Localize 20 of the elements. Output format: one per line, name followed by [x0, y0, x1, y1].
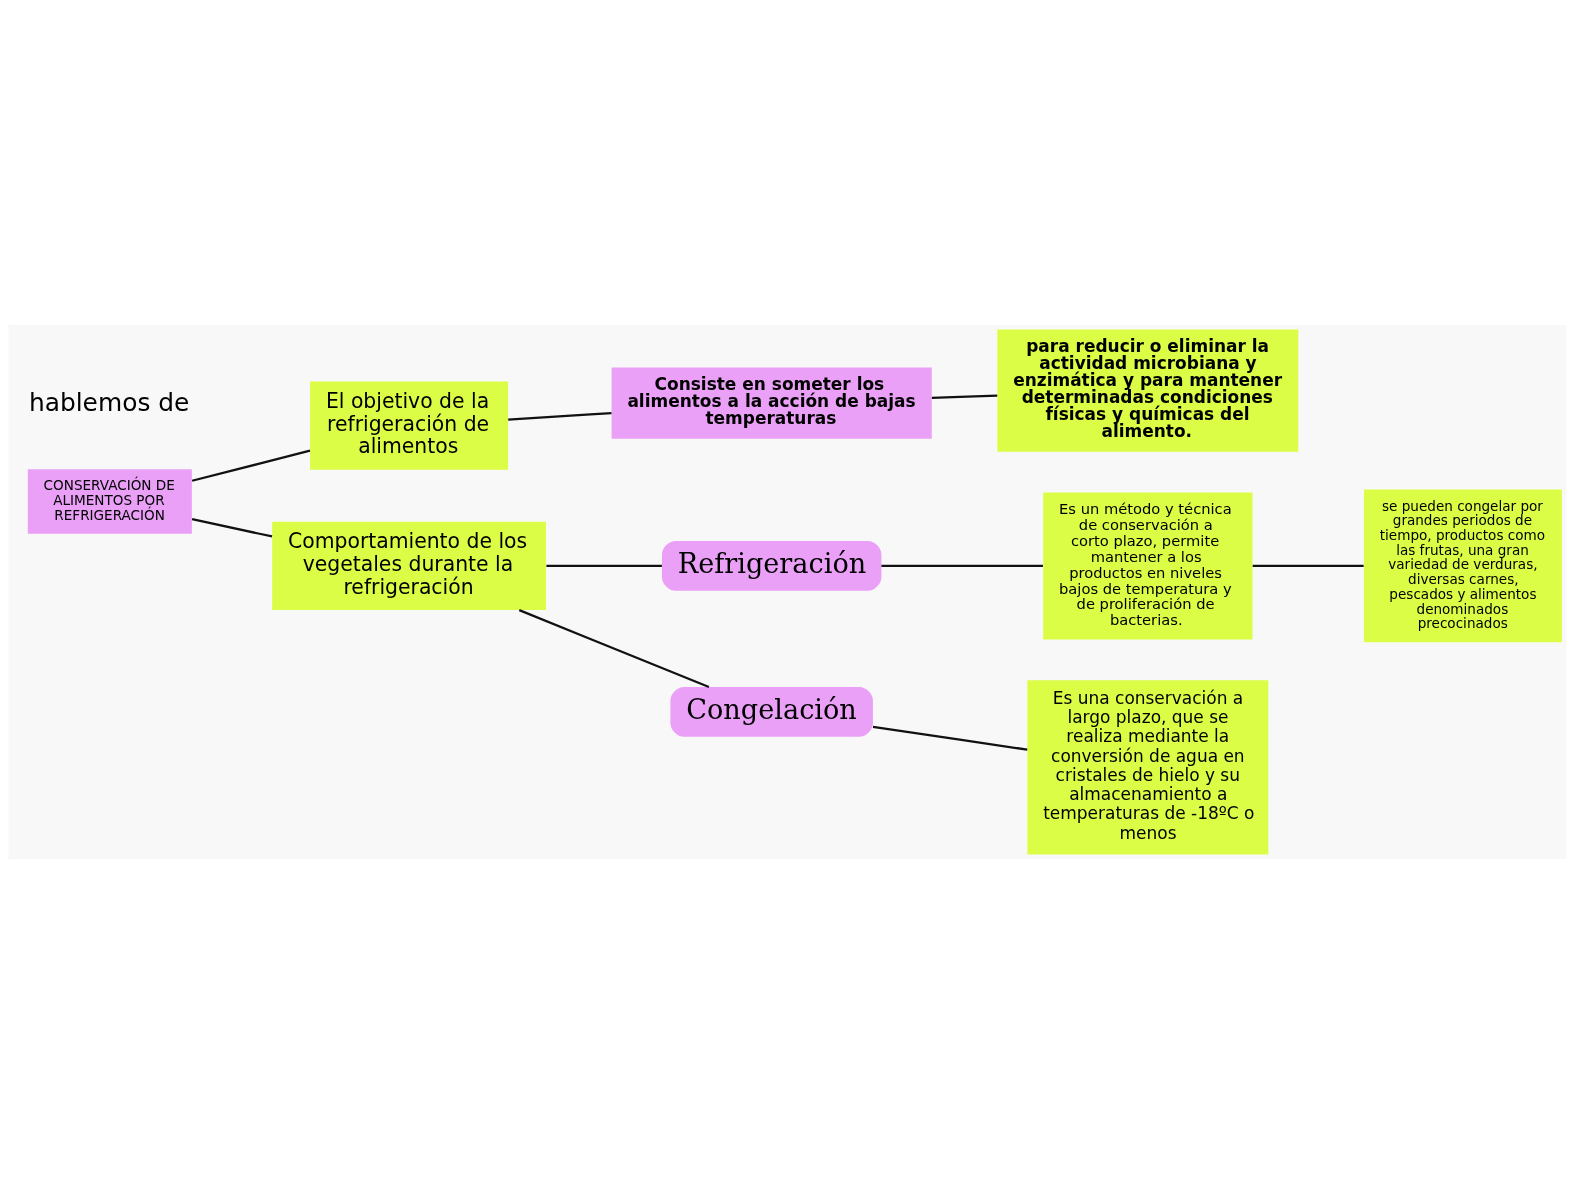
node-box: Comportamiento de los vegetales durante la refrigeración	[272, 521, 546, 610]
node-box: se pueden congelar por grandes periodos de tiempo, productos como las frutas, una gran variedad de verduras, diversas carnes, pescados y alimentos denominados precocinados	[1363, 489, 1562, 642]
connector	[881, 564, 1043, 567]
node-box: El objetivo de la refrigeración de alimentos	[310, 381, 509, 470]
node-box: Refrigeración	[661, 540, 882, 591]
node-box: Consiste en someter los alimentos a la acción de bajas temperaturas	[611, 366, 932, 439]
connector	[508, 411, 612, 421]
node-box: para reducir o eliminar la actividad microbiana y enzimática y para mantener determinadas condiciones físicas y químicas del alimento.	[997, 329, 1299, 452]
connector	[1252, 564, 1364, 567]
node-box: Congelación	[670, 686, 873, 737]
node-box: Es una conservación a largo plazo, que se realiza mediante la conversión de agua en cristales de hielo y su almacenamiento a temperaturas de -18ºC o menos	[1027, 679, 1269, 854]
node-box: Es un método y técnica de conservación a corto plazo, permite mantener a los productos en niveles bajos de temperatura y de proliferación de bacterias.	[1043, 491, 1253, 639]
node-box: CONSERVACIÓN DE ALIMENTOS POR REFRIGERACIÓN	[27, 468, 192, 534]
connector	[546, 564, 662, 567]
connector	[191, 517, 273, 538]
connector	[872, 725, 1028, 751]
connector	[518, 608, 710, 688]
connector	[931, 393, 998, 399]
label: hablemos de	[28, 387, 190, 417]
connector	[191, 449, 311, 482]
